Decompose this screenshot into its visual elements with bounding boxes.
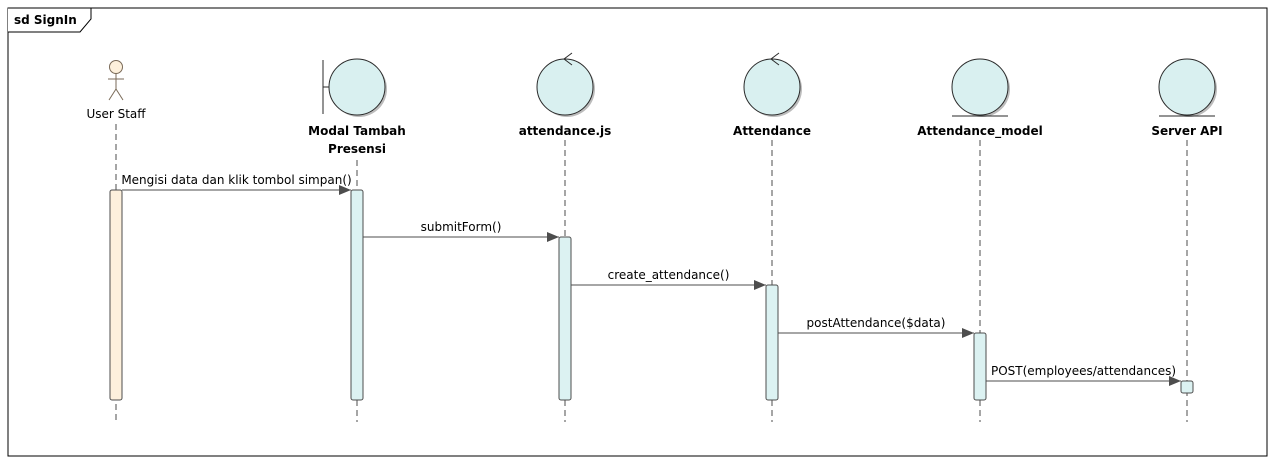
activation-model xyxy=(973,332,987,401)
frame-title-tab xyxy=(8,7,92,33)
participant-name-js: attendance.js xyxy=(519,124,612,138)
diagram-frame xyxy=(7,7,1268,457)
frame-title: sd SignIn xyxy=(14,13,77,27)
message-label: submitForm() xyxy=(421,220,502,234)
control-icon xyxy=(536,52,595,117)
message-label: POST(employees/attendances) xyxy=(991,364,1176,378)
message-5: POST(employees/attendances) xyxy=(986,364,1181,386)
activation-api xyxy=(1180,380,1194,394)
participant-js: attendance.js xyxy=(519,52,612,138)
message-label: postAttendance($data) xyxy=(807,316,946,330)
participant-name-attendance: Attendance xyxy=(733,124,811,138)
message-4: postAttendance($data) xyxy=(778,316,974,338)
participant-name-modal: Modal Tambah xyxy=(308,124,406,138)
activation-modal xyxy=(350,189,364,401)
participant-name-model: Attendance_model xyxy=(917,124,1043,139)
participant-name-modal: Presensi xyxy=(328,142,386,156)
message-label: Mengisi data dan klik tombol simpan() xyxy=(121,173,351,187)
entity-icon xyxy=(1158,58,1217,117)
participant-name-user: User Staff xyxy=(86,107,146,121)
activation-attendance xyxy=(765,284,779,401)
boundary-icon xyxy=(322,58,387,117)
activation-js xyxy=(558,236,572,401)
actor-icon xyxy=(108,60,124,101)
participant-attendance: Attendance xyxy=(733,52,811,138)
participant-model: Attendance_model xyxy=(917,58,1043,139)
participant-name-api: Server API xyxy=(1151,124,1222,138)
message-label: create_attendance() xyxy=(608,268,730,282)
participant-user: User Staff xyxy=(86,60,146,121)
message-2: submitForm() xyxy=(363,220,559,242)
participant-api: Server API xyxy=(1151,58,1223,138)
activation-user xyxy=(109,189,123,401)
control-icon xyxy=(743,52,802,117)
message-3: create_attendance() xyxy=(571,268,766,290)
message-1: Mengisi data dan klik tombol simpan() xyxy=(121,173,352,195)
entity-icon xyxy=(951,58,1010,117)
